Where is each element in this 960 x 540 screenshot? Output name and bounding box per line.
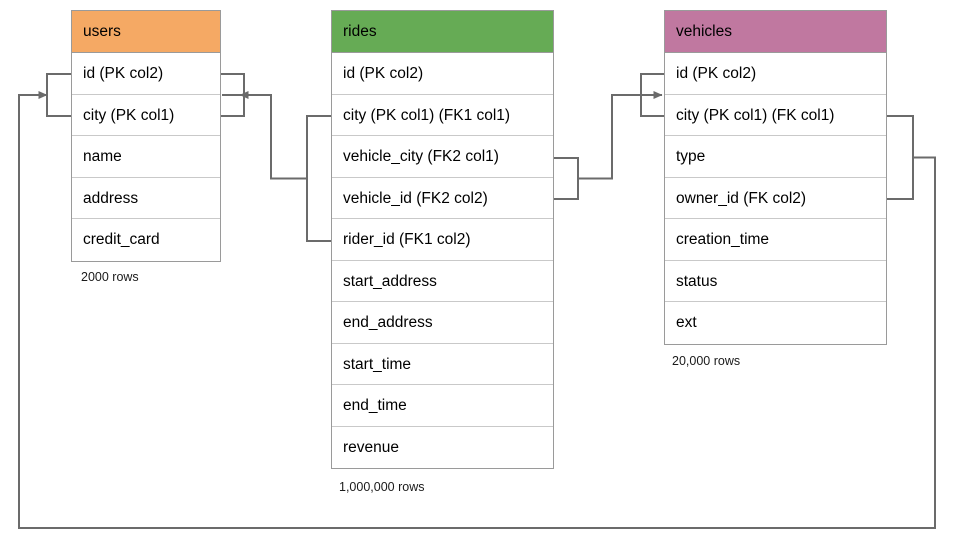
table-vehicles[interactable]: vehicles id (PK col2) city (PK col1) (FK… (664, 10, 887, 345)
users-fk1-inbound-bracket (221, 73, 245, 117)
table-vehicles-column-creation-time: creation_time (665, 219, 886, 261)
table-rides-column-rider-id: rider_id (FK1 col2) (332, 219, 553, 261)
table-users-column-id: id (PK col2) (72, 53, 220, 95)
table-vehicles-column-owner-id: owner_id (FK col2) (665, 178, 886, 219)
table-rides-header: rides (332, 11, 553, 53)
table-vehicles-row-count: 20,000 rows (672, 354, 741, 368)
table-rides-column-city: city (PK col1) (FK1 col1) (332, 95, 553, 136)
table-rides-column-end-time: end_time (332, 385, 553, 427)
table-vehicles-column-city: city (PK col1) (FK col1) (665, 95, 886, 136)
table-vehicles-header: vehicles (665, 11, 886, 53)
edge-rides-fk2-to-vehicles (554, 91, 663, 200)
table-users-column-credit-card: credit_card (83, 231, 160, 248)
table-users-row-count: 2000 rows (81, 270, 139, 284)
table-users-header: users (72, 11, 220, 53)
table-rides-column-vehicle-id: vehicle_id (FK2 col2) (332, 178, 553, 219)
table-rides-column-end-address: end_address (332, 302, 553, 344)
table-rides-column-start-time: start_time (332, 344, 553, 385)
table-users[interactable]: users id (PK col2) city (PK col1) name a… (71, 10, 221, 262)
vehicles-target-bracket (640, 73, 664, 117)
users-target-bracket (46, 73, 71, 117)
table-users-column-name: name (72, 136, 220, 178)
table-rides[interactable]: rides id (PK col2) city (PK col1) (FK1 c… (331, 10, 554, 469)
table-vehicles-column-id: id (PK col2) (665, 53, 886, 95)
table-vehicles-column-ext: ext (676, 314, 697, 331)
table-rides-row-count: 1,000,000 rows (339, 480, 425, 494)
table-vehicles-column-type: type (665, 136, 886, 178)
table-users-column-city: city (PK col1) (72, 95, 220, 136)
table-rides-column-id: id (PK col2) (332, 53, 553, 95)
table-rides-column-vehicle-city: vehicle_city (FK2 col1) (332, 136, 553, 178)
table-rides-column-revenue: revenue (343, 438, 400, 456)
table-users-column-address: address (72, 178, 220, 219)
table-rides-column-start-address: start_address (332, 261, 553, 302)
edge-rides-fk1-to-users (222, 91, 331, 242)
table-vehicles-column-status: status (665, 261, 886, 302)
